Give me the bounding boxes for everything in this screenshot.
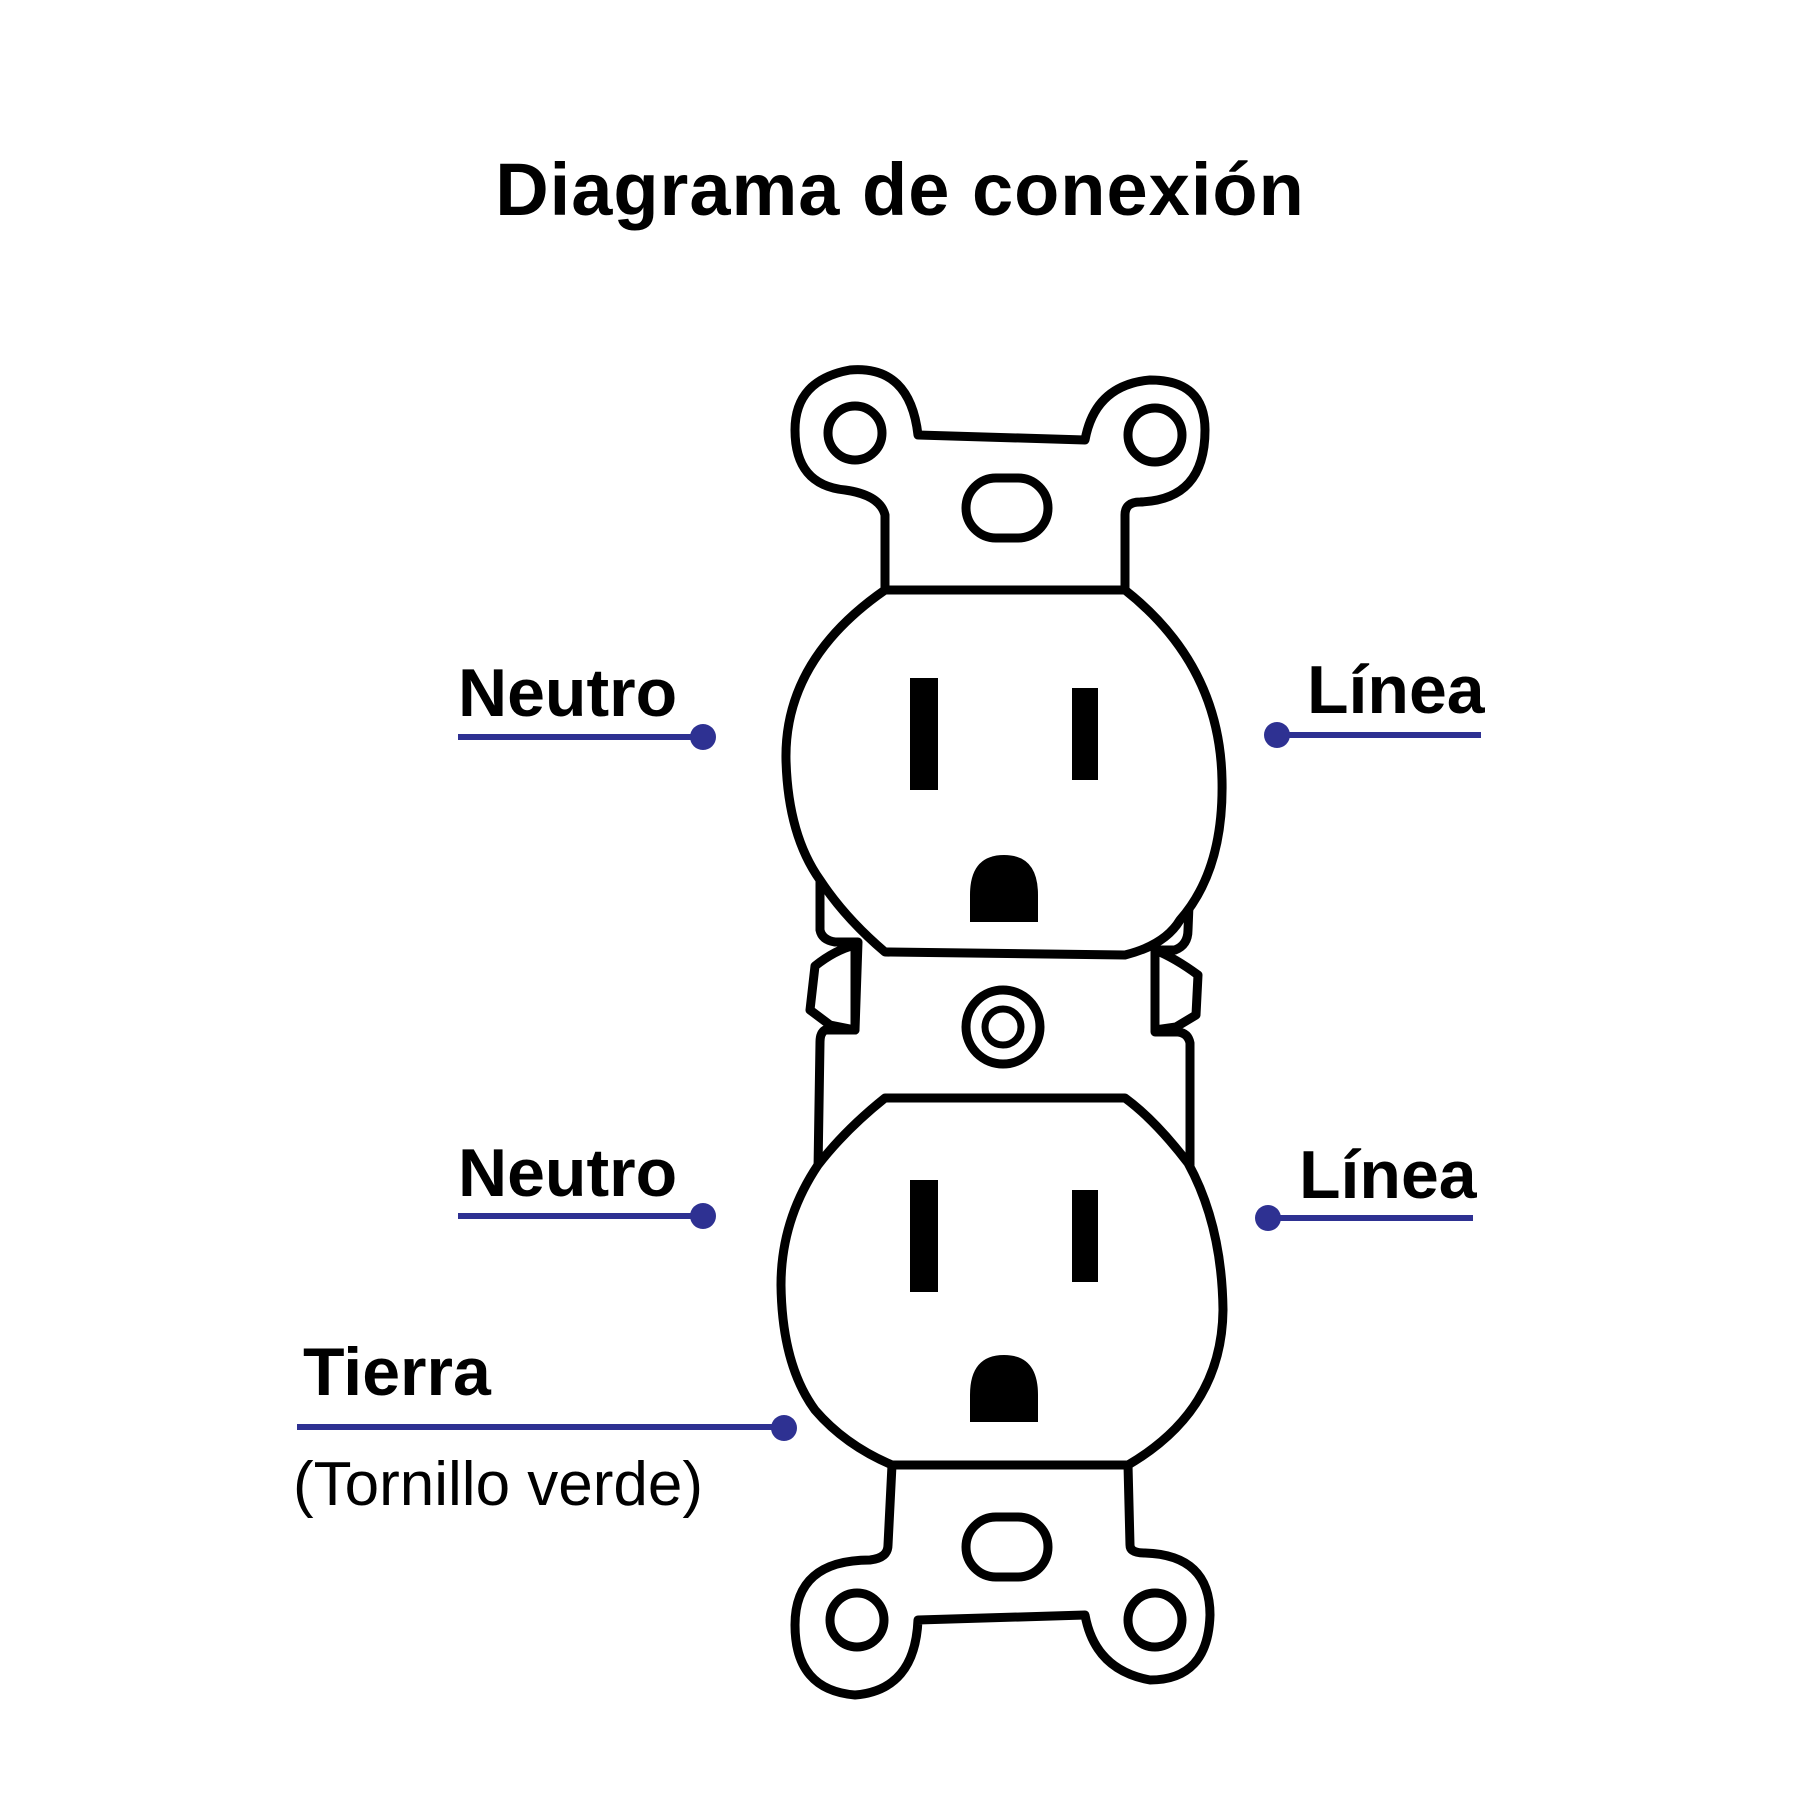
bottom-outlet-hot-slot — [1072, 1190, 1098, 1282]
bottom-right-connection-dot — [1255, 1205, 1281, 1231]
bottom-left-neutral-label: Neutro — [458, 1135, 677, 1211]
bottom-right-line-label: Línea — [1299, 1137, 1478, 1213]
top-right-ear-hole — [1123, 403, 1187, 467]
top-outlet-ground-hole — [970, 855, 1038, 922]
top-right-line-label: Línea — [1307, 652, 1486, 728]
label-bottom-left: Neutro — [458, 1135, 716, 1229]
ground-label: Tierra — [303, 1334, 492, 1410]
label-top-left: Neutro — [458, 655, 716, 750]
top-left-ear-hole — [823, 401, 887, 465]
top-outlet-neutral-slot — [910, 678, 938, 790]
bottom-left-ear-hole — [825, 1588, 889, 1652]
duplex-receptacle — [776, 365, 1228, 1700]
label-ground: Tierra (Tornillo verde) — [293, 1334, 797, 1519]
center-mounting-screw-hole — [981, 1005, 1025, 1049]
bottom-outlet-ground-hole — [970, 1355, 1038, 1422]
bottom-outlet-face — [776, 1093, 1228, 1470]
top-outlet-hot-slot — [1072, 688, 1098, 780]
top-outlet-face — [781, 585, 1227, 960]
ground-connection-dot — [771, 1415, 797, 1441]
label-bottom-right: Línea — [1255, 1137, 1478, 1231]
top-left-connection-dot — [690, 724, 716, 750]
bottom-right-ear-hole — [1123, 1588, 1187, 1652]
bottom-outlet-neutral-slot — [910, 1180, 938, 1292]
top-left-neutral-label: Neutro — [458, 655, 677, 731]
ground-screw-note: (Tornillo verde) — [293, 1450, 703, 1519]
bottom-left-connection-dot — [690, 1203, 716, 1229]
bottom-strap-slot — [961, 1512, 1053, 1582]
left-side-terminal — [805, 940, 860, 1035]
label-top-right: Línea — [1264, 652, 1486, 748]
top-right-connection-dot — [1264, 722, 1290, 748]
diagram-title: Diagrama de conexión — [495, 148, 1305, 231]
top-strap-slot — [961, 473, 1053, 543]
right-side-terminal — [1150, 945, 1203, 1035]
